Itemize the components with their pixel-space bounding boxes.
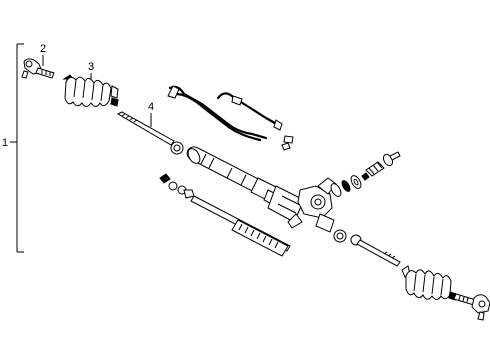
callout-1-assembly-bracket	[10, 43, 24, 253]
valve-shaft-coupling	[361, 151, 401, 181]
transfer-lines	[167, 85, 294, 151]
bellows-boot-right	[401, 265, 457, 301]
pinion-valve-body	[287, 177, 337, 233]
bellows-boot-left	[62, 74, 119, 107]
callout-2-label: 2	[40, 43, 46, 55]
outer-tie-rod-end-right	[453, 293, 490, 321]
callout-4-label: 4	[148, 101, 154, 113]
outer-tie-rod-end-left	[21, 58, 55, 79]
steering-rack	[159, 173, 291, 257]
callout-1-label: 1	[2, 137, 8, 149]
callout-3-label: 3	[88, 61, 94, 73]
inner-tie-rod-right	[333, 229, 401, 267]
inner-tie-rod-left	[116, 111, 184, 155]
pinion-seals	[330, 175, 362, 197]
rack-housing	[186, 146, 305, 223]
